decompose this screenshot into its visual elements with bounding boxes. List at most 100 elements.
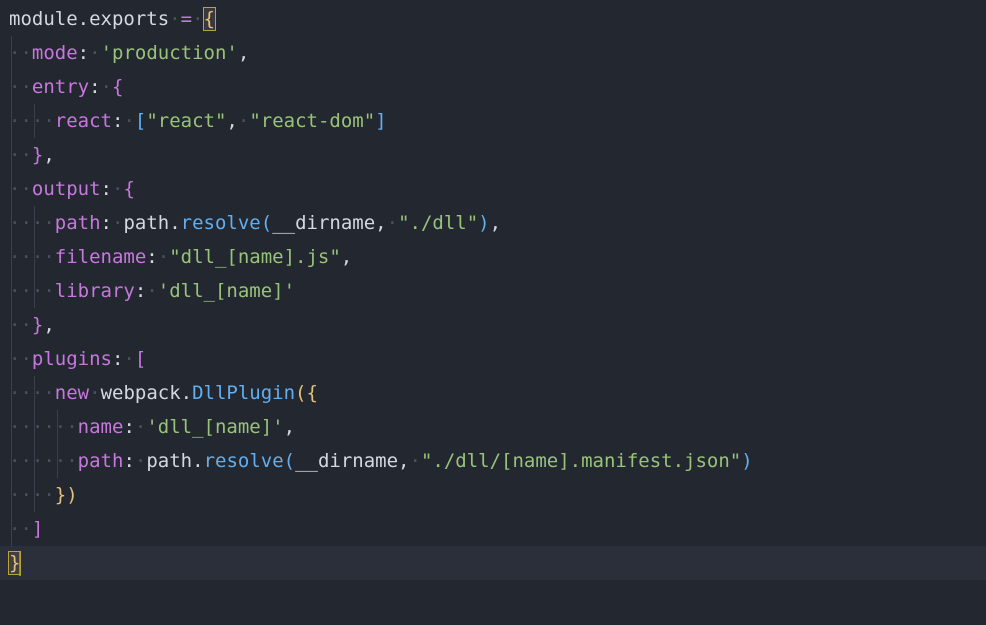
indent-whitespace: ·· xyxy=(9,280,32,302)
code-token: , xyxy=(237,42,250,64)
code-token: · xyxy=(134,450,147,472)
code-line[interactable]: ······path:·path.resolve(__dirname,·"./d… xyxy=(0,444,986,478)
code-token: path xyxy=(77,450,124,472)
code-token: library xyxy=(54,280,135,302)
indent-whitespace: ·· xyxy=(9,144,32,166)
code-token: output xyxy=(31,178,101,200)
code-token: ] xyxy=(375,110,387,132)
code-token: mode xyxy=(31,42,78,64)
code-line[interactable]: ····path:·path.resolve(__dirname,·"./dll… xyxy=(0,206,986,240)
code-line[interactable]: ······name:·'dll_[name]', xyxy=(0,410,986,444)
code-token: : xyxy=(77,42,90,64)
code-token: ) xyxy=(478,212,490,234)
code-token: } xyxy=(54,484,67,506)
code-token: { xyxy=(123,178,135,200)
code-token: ) xyxy=(66,484,78,506)
code-token: ( xyxy=(283,450,296,472)
indent-whitespace: ·· xyxy=(9,450,32,472)
indent-whitespace: ·· xyxy=(31,280,55,302)
code-line[interactable]: module.exports·=·{ xyxy=(0,2,986,36)
code-token: · xyxy=(123,110,135,132)
code-token: { xyxy=(202,7,217,31)
code-token: plugins xyxy=(31,348,112,370)
indent-whitespace: ·· xyxy=(9,518,32,540)
indent-whitespace: ·· xyxy=(9,178,32,200)
indent-guide xyxy=(11,206,12,240)
indent-guide xyxy=(34,274,35,308)
code-token: } xyxy=(7,551,22,575)
indent-whitespace: ·· xyxy=(31,212,55,234)
code-line[interactable]: ··output:·{ xyxy=(0,172,986,206)
code-token: path xyxy=(54,212,101,234)
code-token: · xyxy=(409,450,421,472)
code-token: ( xyxy=(260,212,273,234)
indent-whitespace: ·· xyxy=(9,484,32,506)
code-line[interactable]: ····react:·["react",·"react-dom"] xyxy=(0,104,986,138)
indent-guide xyxy=(11,444,12,478)
code-token: · xyxy=(386,212,399,234)
code-token: · xyxy=(237,110,250,132)
code-token: : xyxy=(123,416,135,438)
code-line[interactable]: ··}, xyxy=(0,308,986,342)
code-token: __dirname xyxy=(272,212,376,234)
code-token: , xyxy=(375,212,387,234)
code-token: new xyxy=(54,382,90,404)
indent-whitespace: ·· xyxy=(54,450,78,472)
indent-guide xyxy=(11,478,12,512)
code-token: , xyxy=(226,110,238,132)
code-token: . xyxy=(192,450,204,472)
code-line[interactable]: ··mode:·'production', xyxy=(0,36,986,70)
indent-guide xyxy=(11,376,12,410)
code-line[interactable]: ··}, xyxy=(0,138,986,172)
indent-guide xyxy=(11,274,12,308)
code-token: · xyxy=(169,8,181,30)
indent-whitespace: ·· xyxy=(31,416,55,438)
code-token: } xyxy=(31,144,44,166)
indent-guide xyxy=(34,206,35,240)
indent-guide xyxy=(34,478,35,512)
code-line[interactable]: ··entry:·{ xyxy=(0,70,986,104)
code-token: : xyxy=(111,110,124,132)
code-token: DllPlugin xyxy=(192,382,296,404)
code-token: [ xyxy=(134,348,147,370)
code-token: "./dll/[name].manifest.json" xyxy=(420,450,742,472)
code-line[interactable]: } xyxy=(0,546,986,580)
code-token: · xyxy=(89,42,101,64)
code-token: , xyxy=(43,144,55,166)
indent-whitespace: ·· xyxy=(31,382,55,404)
code-line[interactable]: ····}) xyxy=(0,478,986,512)
code-token: resolve xyxy=(203,450,284,472)
indent-guide xyxy=(11,172,12,206)
code-line[interactable]: ··plugins:·[ xyxy=(0,342,986,376)
code-token: name xyxy=(77,416,124,438)
code-token: ) xyxy=(741,450,753,472)
indent-guide xyxy=(34,104,35,138)
indent-whitespace: ·· xyxy=(9,76,32,98)
code-token: filename xyxy=(54,246,147,268)
code-token: { xyxy=(112,76,124,98)
indent-whitespace: ·· xyxy=(31,450,55,472)
indent-guide xyxy=(11,240,12,274)
indent-guide xyxy=(11,512,12,546)
code-token: module xyxy=(9,8,78,30)
code-token: webpack xyxy=(100,382,181,404)
code-token: 'production' xyxy=(100,42,238,64)
code-line[interactable]: ····filename:·"dll_[name].js", xyxy=(0,240,986,274)
code-token: { xyxy=(306,382,318,404)
indent-guide xyxy=(11,36,12,70)
code-line[interactable]: ····library:·'dll_[name]' xyxy=(0,274,986,308)
code-token: : xyxy=(111,348,124,370)
code-line[interactable]: ····new·webpack.DllPlugin({ xyxy=(0,376,986,410)
code-token: path xyxy=(123,212,170,234)
code-line[interactable]: ··] xyxy=(0,512,986,546)
indent-guide xyxy=(11,342,12,376)
indent-whitespace: ·· xyxy=(9,42,32,64)
code-token: · xyxy=(192,8,204,30)
code-token: "react" xyxy=(146,110,227,132)
indent-guide xyxy=(11,138,12,172)
indent-whitespace: ·· xyxy=(9,314,32,336)
code-token: . xyxy=(77,8,90,30)
code-token: exports xyxy=(89,8,170,30)
code-token: . xyxy=(169,212,181,234)
